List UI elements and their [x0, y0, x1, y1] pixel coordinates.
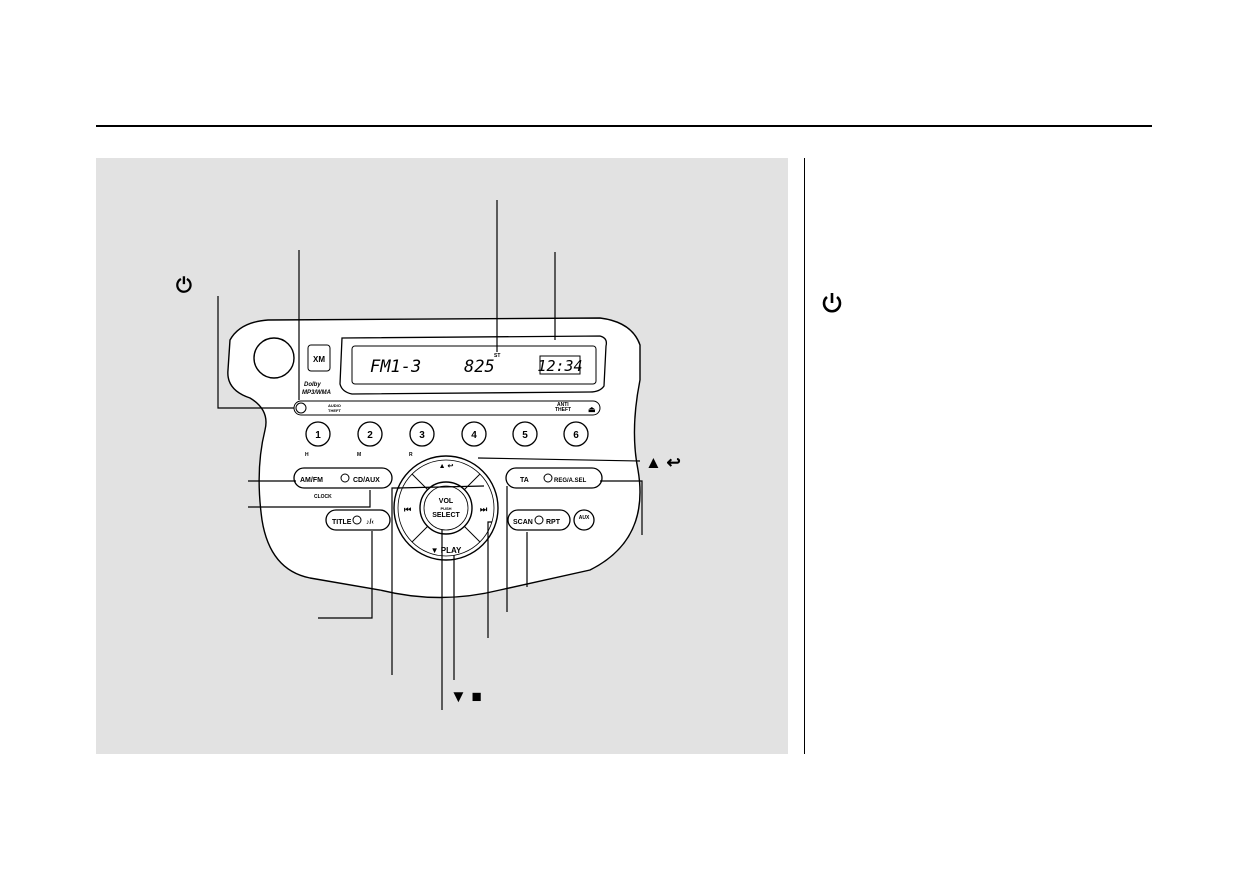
column-divider — [804, 158, 805, 754]
aux-label: AUX — [579, 515, 590, 521]
svg-text:1: 1 — [315, 430, 321, 441]
vol-select-knob[interactable] — [419, 481, 473, 535]
eject-glyph[interactable]: ⏏ — [588, 405, 596, 414]
svg-text:H: H — [305, 452, 309, 458]
top-rule — [96, 125, 1152, 127]
svg-text:2: 2 — [367, 430, 373, 441]
display-stereo: ST — [494, 353, 500, 359]
display-band: FM1-3 — [370, 357, 421, 377]
knob-label-select: SELECT — [432, 512, 460, 519]
cd-aux-button[interactable]: CD/AUX — [353, 477, 380, 484]
preset-button-1[interactable]: 1 H — [305, 421, 331, 458]
vol-select-knob-inner — [423, 485, 469, 531]
dolby-logo: Dolby — [304, 382, 321, 388]
skip-forward-button[interactable]: ⏭ — [480, 505, 488, 514]
play-button[interactable]: ▼ PLAY — [431, 546, 462, 555]
preset-buttons: 1 H 2 M 3 R 4 5 6 — [305, 421, 589, 458]
ta-indicator — [543, 473, 553, 483]
title-button[interactable]: TITLE — [332, 519, 352, 526]
preset-button-4[interactable]: 4 — [461, 421, 487, 447]
preset-button-2[interactable]: 2 M — [357, 421, 383, 458]
callout-down-symbol: ▼ ■ — [450, 687, 482, 706]
svg-text:3: 3 — [419, 430, 425, 441]
ta-reg-pill — [505, 467, 603, 489]
display-clock: 12:34 — [537, 357, 582, 375]
audio-theft-label-2: THEFT — [328, 408, 341, 413]
up-back-button[interactable]: ▲ ↩ — [439, 463, 454, 470]
title-indicator — [352, 515, 362, 525]
anti-theft-label-2: THEFT — [555, 407, 571, 413]
ring-divider-4 — [463, 525, 481, 543]
xm-badge — [307, 344, 331, 372]
track-button[interactable]: ♪/‹ — [366, 519, 374, 526]
clock-box — [539, 355, 581, 375]
scan-indicator — [534, 515, 544, 525]
callout-back-symbol: ▲ ↩ — [645, 453, 681, 472]
svg-text:6: 6 — [573, 430, 579, 441]
preset-button-3[interactable]: 3 R — [409, 421, 435, 458]
knob-label-vol: VOL — [439, 498, 454, 505]
anti-theft-label: ANTI — [557, 402, 569, 408]
volume-dial[interactable] — [253, 337, 295, 379]
ring-divider-3 — [411, 525, 429, 543]
am-fm-button[interactable]: AM/FM — [300, 477, 323, 484]
svg-text:4: 4 — [471, 430, 477, 441]
scan-button[interactable]: SCAN — [513, 519, 533, 526]
callout-power-icon: ⏻ — [176, 275, 192, 297]
control-ring-inner — [397, 459, 495, 557]
preset-button-5[interactable]: 5 — [512, 421, 538, 447]
clock-label: CLOCK — [314, 494, 332, 500]
rpt-button[interactable]: RPT — [546, 519, 561, 526]
svg-text:M: M — [357, 452, 361, 458]
audio-theft-label: AUDIO — [328, 403, 341, 408]
svg-text:5: 5 — [522, 430, 528, 441]
power-icon — [822, 293, 842, 313]
callout-lines — [217, 200, 643, 710]
regional-sel-button[interactable]: REG/A.SEL — [554, 478, 587, 484]
mp3-wma-logo: MP3/WMA — [302, 390, 331, 396]
svg-text:R: R — [409, 452, 413, 458]
knob-label-push: PUSH — [440, 506, 451, 511]
lcd-window — [351, 345, 597, 385]
preset-button-6[interactable]: 6 — [563, 421, 589, 447]
am-fm-indicator — [340, 473, 350, 483]
aux-jack[interactable] — [573, 509, 595, 531]
skip-back-button[interactable]: ⏮ — [404, 505, 411, 514]
ring-divider-2 — [463, 473, 481, 491]
display-frequency: 825 — [464, 357, 495, 377]
xm-badge-text: XM — [313, 355, 325, 364]
ta-button[interactable]: TA — [520, 477, 529, 484]
power-button[interactable] — [295, 402, 307, 414]
